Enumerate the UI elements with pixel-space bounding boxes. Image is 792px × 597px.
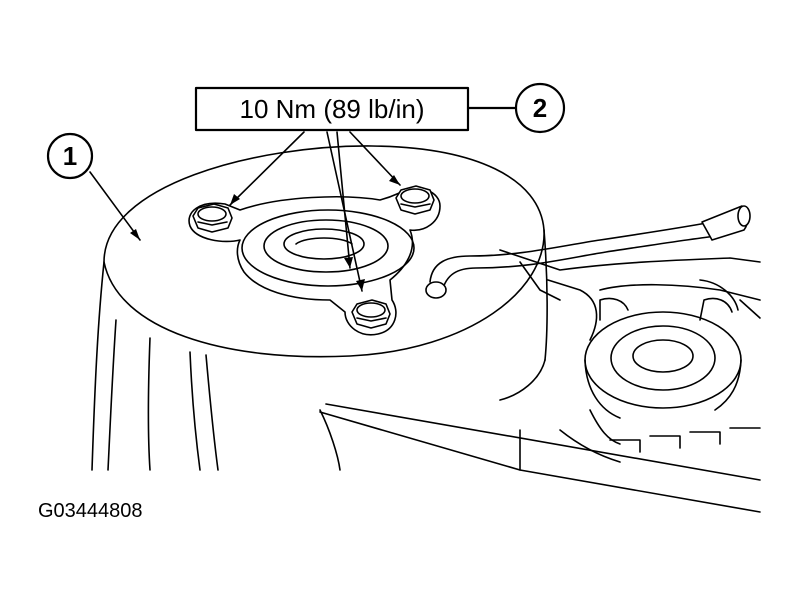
torque-spec-box: [194, 86, 470, 132]
spring-seat: [188, 187, 441, 336]
callout-1: 1: [46, 132, 141, 241]
callout-2-label: 2: [533, 93, 547, 123]
figure-id: G03444808: [38, 500, 143, 522]
body-structure: [319, 249, 761, 513]
torque-spec-text: 10 Nm (89 lb/in): [240, 94, 425, 124]
strut-mount-housing: [91, 145, 548, 471]
torque-leader-lines: [229, 131, 401, 292]
callout-1-label: 1: [63, 141, 77, 171]
round-fitting: [584, 297, 742, 419]
brake-line: [425, 205, 751, 299]
nut-left: [192, 203, 233, 233]
nut-bottom: [351, 299, 391, 329]
callout-2: 10 Nm (89 lb/in) 2: [194, 82, 566, 134]
nut-right: [395, 185, 435, 215]
